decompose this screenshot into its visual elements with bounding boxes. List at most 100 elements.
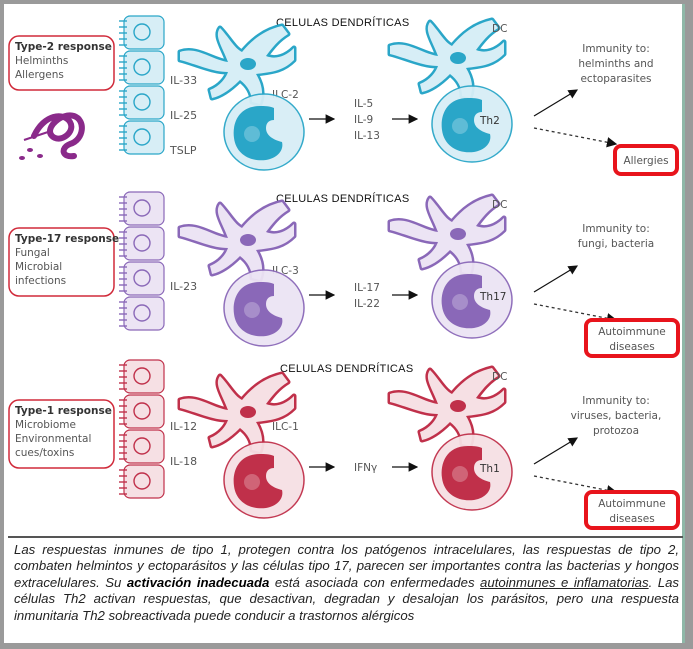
epithelial-nucleus bbox=[133, 269, 151, 287]
disease-box bbox=[613, 144, 679, 176]
immunity-label: protozoa bbox=[593, 425, 639, 437]
cytokine-label: IL-22 bbox=[354, 298, 380, 310]
disease-label: Autoimmune bbox=[598, 326, 666, 338]
arrow-immunity bbox=[533, 265, 579, 293]
epithelial-nucleus bbox=[133, 367, 151, 385]
helminth-icon bbox=[19, 112, 85, 160]
disease-label: diseases bbox=[609, 513, 654, 525]
epithelial-nucleus bbox=[133, 437, 151, 455]
arrow-disease bbox=[533, 303, 618, 324]
disease-box bbox=[584, 318, 680, 358]
dc-nucleus bbox=[450, 228, 466, 240]
epithelial-nucleus bbox=[133, 58, 151, 76]
epithelial-nucleus bbox=[133, 199, 151, 217]
response-row-th1: CELULAS DENDRÍTICAS Type-1 responseMicrob… bbox=[8, 359, 680, 530]
epithelial-nucleus bbox=[133, 93, 151, 111]
immunity-label: Immunity to: bbox=[582, 223, 650, 235]
response-row-th2: CELULAS DENDRÍTICAS Type-2 responseHelmin… bbox=[8, 15, 679, 176]
epithelial-nucleus bbox=[133, 23, 151, 41]
epithelial-nucleus bbox=[133, 234, 151, 252]
caption-text-1: Las respuestas inmunes de tipo 1, proteg… bbox=[14, 542, 679, 590]
arrow-disease bbox=[533, 475, 618, 496]
immunity-label: ectoparasites bbox=[580, 73, 651, 85]
epithelial-nucleus bbox=[133, 402, 151, 420]
epithelial-cell bbox=[119, 296, 165, 331]
epithelial-cell bbox=[119, 464, 165, 499]
epithelial-cell bbox=[119, 394, 165, 429]
response-trigger: cues/toxins bbox=[15, 447, 74, 459]
response-trigger: Microbial bbox=[15, 261, 62, 273]
immune-response-diagram: CELULAS DENDRÍTICAS Type-2 responseHelmin… bbox=[8, 15, 680, 530]
response-trigger: Fungal bbox=[15, 247, 50, 259]
cytokine-label: IL-5 bbox=[354, 98, 373, 110]
epithelial-cell bbox=[119, 191, 165, 226]
epithelial-signal: TSLP bbox=[169, 144, 197, 157]
epithelial-cell bbox=[119, 120, 165, 155]
cell-nucleus bbox=[233, 282, 283, 337]
disease-box bbox=[584, 490, 680, 530]
dc-nucleus bbox=[450, 400, 466, 412]
epithelial-signal: IL-25 bbox=[170, 109, 197, 122]
response-row-th17: CELULAS DENDRÍTICAS Type-17 responseFunga… bbox=[8, 191, 680, 358]
epithelial-cell bbox=[119, 261, 165, 296]
response-title: Type-17 response bbox=[15, 233, 119, 245]
dc-nucleus bbox=[240, 234, 256, 246]
cytokine-label: IL-13 bbox=[354, 130, 380, 142]
response-title: Type-2 response bbox=[15, 41, 112, 53]
response-trigger: Allergens bbox=[15, 69, 64, 81]
response-box bbox=[8, 399, 115, 469]
dendritic-cells-header: CELULAS DENDRÍTICAS bbox=[276, 16, 409, 29]
dc-label: DC bbox=[492, 199, 507, 211]
dendritic-cells-header: CELULAS DENDRÍTICAS bbox=[276, 192, 409, 205]
epithelial-cell bbox=[119, 429, 165, 464]
th-label: Th17 bbox=[479, 291, 506, 303]
dendritic-cells-header: CELULAS DENDRÍTICAS bbox=[280, 362, 413, 375]
immunity-label: fungi, bacteria bbox=[578, 238, 654, 250]
immunity-label: Immunity to: bbox=[582, 395, 650, 407]
ilc-label: ILC-1 bbox=[272, 421, 299, 433]
epithelial-signal: IL-33 bbox=[170, 74, 197, 87]
cell-nucleus bbox=[441, 446, 491, 501]
cytokine-label: IL-17 bbox=[354, 282, 380, 294]
th-label: Th2 bbox=[479, 115, 500, 127]
epithelial-nucleus bbox=[133, 472, 151, 490]
immunity-label: helminths and bbox=[578, 58, 653, 70]
response-box bbox=[8, 35, 115, 91]
dc-label: DC bbox=[492, 23, 507, 35]
response-box bbox=[8, 227, 115, 297]
cytokine-label: IFNγ bbox=[354, 462, 377, 474]
epithelial-cell bbox=[119, 85, 165, 120]
epithelial-cell bbox=[119, 15, 165, 50]
immunity-label: Immunity to: bbox=[582, 43, 650, 55]
cytokine-label: IL-9 bbox=[354, 114, 373, 126]
epithelial-cell bbox=[119, 226, 165, 261]
epithelial-signal: IL-23 bbox=[170, 280, 197, 293]
dc-nucleus bbox=[240, 406, 256, 418]
dc-nucleus bbox=[240, 58, 256, 70]
caption-text-2: está asociada con enfermedades bbox=[269, 574, 481, 590]
cell-nucleus bbox=[233, 454, 283, 509]
response-trigger: Microbiome bbox=[15, 419, 76, 431]
response-trigger: infections bbox=[15, 275, 66, 287]
dc-nucleus bbox=[450, 52, 466, 64]
disease-label: Autoimmune bbox=[598, 498, 666, 510]
figure-caption: Las respuestas inmunes de tipo 1, proteg… bbox=[14, 542, 679, 624]
th-label: Th1 bbox=[479, 463, 500, 475]
caption-underlined-phrase: autoinmunes e inflamatorias bbox=[480, 574, 649, 590]
cell-nucleus bbox=[233, 106, 283, 161]
epithelial-nucleus bbox=[133, 128, 151, 146]
epithelial-signal: IL-12 bbox=[170, 420, 197, 433]
arrow-immunity bbox=[533, 89, 579, 117]
response-trigger: Helminths bbox=[15, 55, 68, 67]
epithelial-cell bbox=[119, 359, 165, 394]
response-title: Type-1 response bbox=[15, 405, 112, 417]
epithelial-cell bbox=[119, 50, 165, 85]
epithelial-nucleus bbox=[133, 304, 151, 322]
dc-label: DC bbox=[492, 371, 507, 383]
cell-nucleus bbox=[441, 98, 491, 153]
response-trigger: Environmental bbox=[15, 433, 91, 445]
caption-text-3: . Las células Th2 activan respuestas, qu… bbox=[14, 574, 680, 623]
arrow-disease bbox=[533, 127, 618, 148]
caption-bold-phrase: activación inadecuada bbox=[126, 574, 270, 590]
